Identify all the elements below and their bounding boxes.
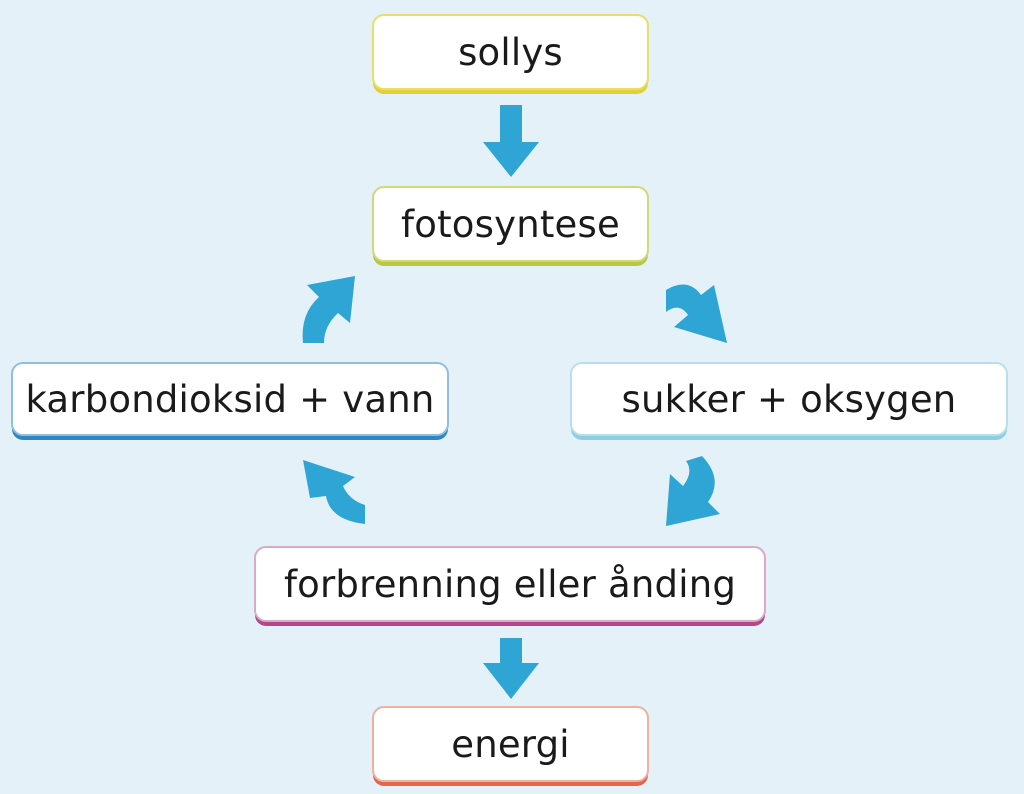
node-sukker-oksygen-label: sukker + oksygen [621,377,957,421]
node-sollys: sollys [372,14,649,90]
node-forbrenning-anding-label: forbrenning eller ånding [283,562,737,606]
arrow-karbondioksid-fotosyntese-icon [302,276,355,343]
arrow-fotosyntese-sukker-icon [666,284,727,343]
node-energi: energi [372,706,649,782]
arrow-forbrenning-karbondioksid-icon [303,460,365,524]
node-fotosyntese: fotosyntese [372,186,649,262]
node-karbondioksid-vann: karbondioksid + vann [11,362,449,436]
arrow-sollys-fotosyntese-icon [483,105,539,177]
arrow-forbrenning-energi-icon [483,638,539,699]
arrow-sukker-forbrenning-icon [666,456,720,526]
node-sukker-oksygen: sukker + oksygen [570,362,1008,436]
node-forbrenning-anding: forbrenning eller ånding [254,546,766,622]
node-energi-label: energi [451,722,570,766]
node-karbondioksid-vann-label: karbondioksid + vann [25,377,435,421]
node-fotosyntese-label: fotosyntese [401,202,620,246]
node-sollys-label: sollys [458,30,563,74]
